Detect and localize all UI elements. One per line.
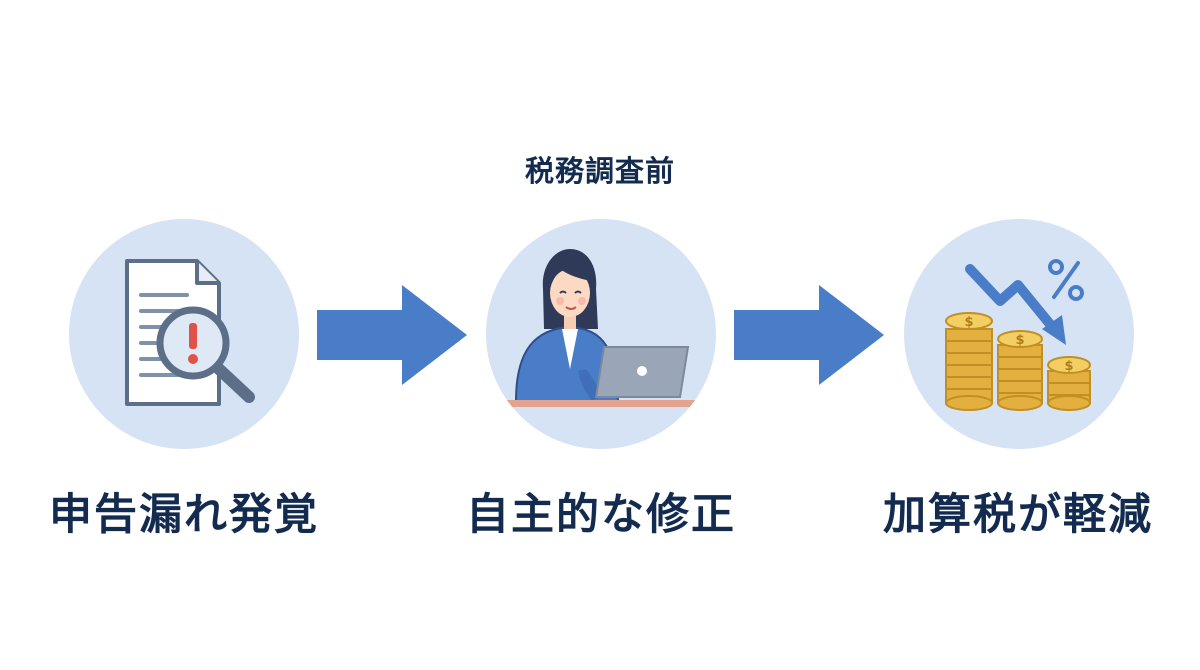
- coins-down-arrow-percent-icon: $ $ $: [945, 259, 1091, 411]
- svg-text:$: $: [964, 315, 973, 330]
- timing-label: 税務調査前: [524, 154, 675, 188]
- arrow-right-2: [734, 285, 884, 385]
- coin-stack-medium: $: [997, 330, 1043, 411]
- woman-at-laptop-icon: [498, 249, 704, 407]
- step-1-icon-circle: [69, 219, 299, 449]
- step-2-icon-circle: [486, 219, 716, 449]
- step-2-label: 自主的な修正: [466, 490, 736, 540]
- coin-stack-tall: $: [945, 312, 993, 411]
- coin-stack-short: $: [1047, 356, 1091, 411]
- step-3-icon-circle: $ $ $: [904, 219, 1134, 449]
- step-3-label: 加算税が軽減: [883, 490, 1153, 540]
- document-magnifier-warning-icon: [125, 259, 255, 406]
- svg-text:$: $: [1064, 359, 1073, 374]
- svg-text:$: $: [1015, 333, 1024, 348]
- step-1-label: 申告漏れ発覚: [49, 490, 319, 540]
- arrow-right-1: [317, 285, 467, 385]
